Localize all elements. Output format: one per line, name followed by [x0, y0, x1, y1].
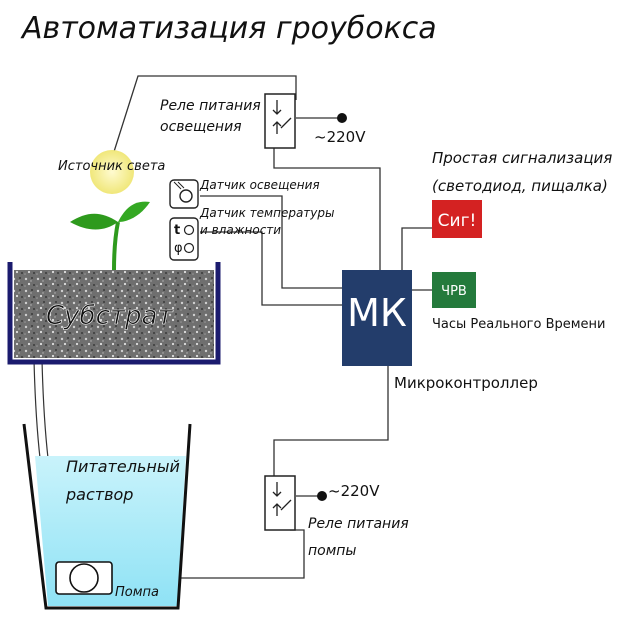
pump-relay-label-line2: помпы [308, 543, 357, 559]
pump-relay [264, 475, 296, 531]
rtc-caption: Часы Реального Времени [432, 317, 606, 332]
temp-sensor-label-line2: и влажности [200, 223, 281, 237]
light-relay [264, 93, 296, 149]
light-relay-label-line1: Реле питания [160, 98, 261, 114]
solution-label-line1: Питательный [66, 457, 180, 476]
rtc-box-label: ЧРВ [441, 284, 467, 299]
pump-relay-voltage: ~220V [328, 482, 380, 500]
temp-humidity-sensor: t φ [169, 217, 199, 261]
temp-sensor-label-line1: Датчик температуры [199, 206, 334, 220]
light-relay-terminal [337, 113, 347, 123]
rtc-box [432, 272, 476, 308]
diagram-title: Автоматизация гроубокса [20, 11, 437, 46]
alarm-box [432, 200, 482, 238]
light-sensor [169, 179, 199, 209]
pump-relay-label-line1: Реле питания [308, 516, 409, 532]
mcu-label: МК [347, 291, 407, 335]
substrate-label: Субстрат [46, 301, 173, 331]
pump-label: Помпа [115, 585, 159, 600]
light-source-bulb [90, 150, 134, 194]
light-source-label: Источник света [58, 159, 165, 174]
pump [55, 561, 113, 595]
mcu-box [342, 270, 412, 366]
temp-symbol: t [174, 223, 180, 238]
light-relay-label-line2: освещения [160, 119, 242, 135]
plant-sprout [70, 201, 150, 271]
substrate-container [7, 262, 221, 365]
humidity-symbol: φ [174, 241, 183, 256]
light-sensor-label: Датчик освещения [199, 178, 320, 192]
light-relay-voltage: ~220V [314, 128, 366, 146]
alarm-box-label: Сиг! [438, 211, 477, 231]
alarm-label-line2: (светодиод, пищалка) [432, 177, 608, 195]
solution-label-line2: раствор [65, 485, 133, 504]
alarm-label-line1: Простая сигнализация [432, 149, 612, 167]
pump-relay-terminal [317, 491, 327, 501]
mcu-caption: Микроконтроллер [394, 374, 538, 392]
